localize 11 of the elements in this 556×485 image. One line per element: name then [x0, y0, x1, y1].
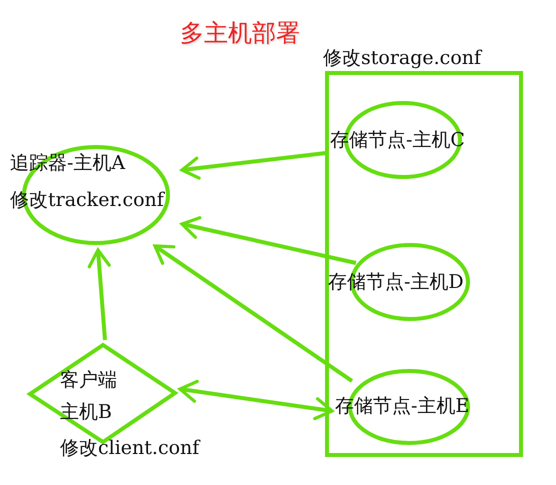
title: 多主机部署 [180, 18, 300, 49]
arrow [88, 248, 111, 340]
node-label: 主机B [60, 400, 112, 424]
arrow [178, 380, 334, 420]
storage-group-box [320, 46, 524, 458]
node-label: 修改storage.conf [323, 46, 482, 70]
node-label: 客户端 [60, 368, 117, 392]
arrow [180, 216, 356, 265]
arrow [153, 244, 354, 383]
arrow [180, 151, 326, 180]
node-label: 修改client.conf [60, 436, 200, 460]
